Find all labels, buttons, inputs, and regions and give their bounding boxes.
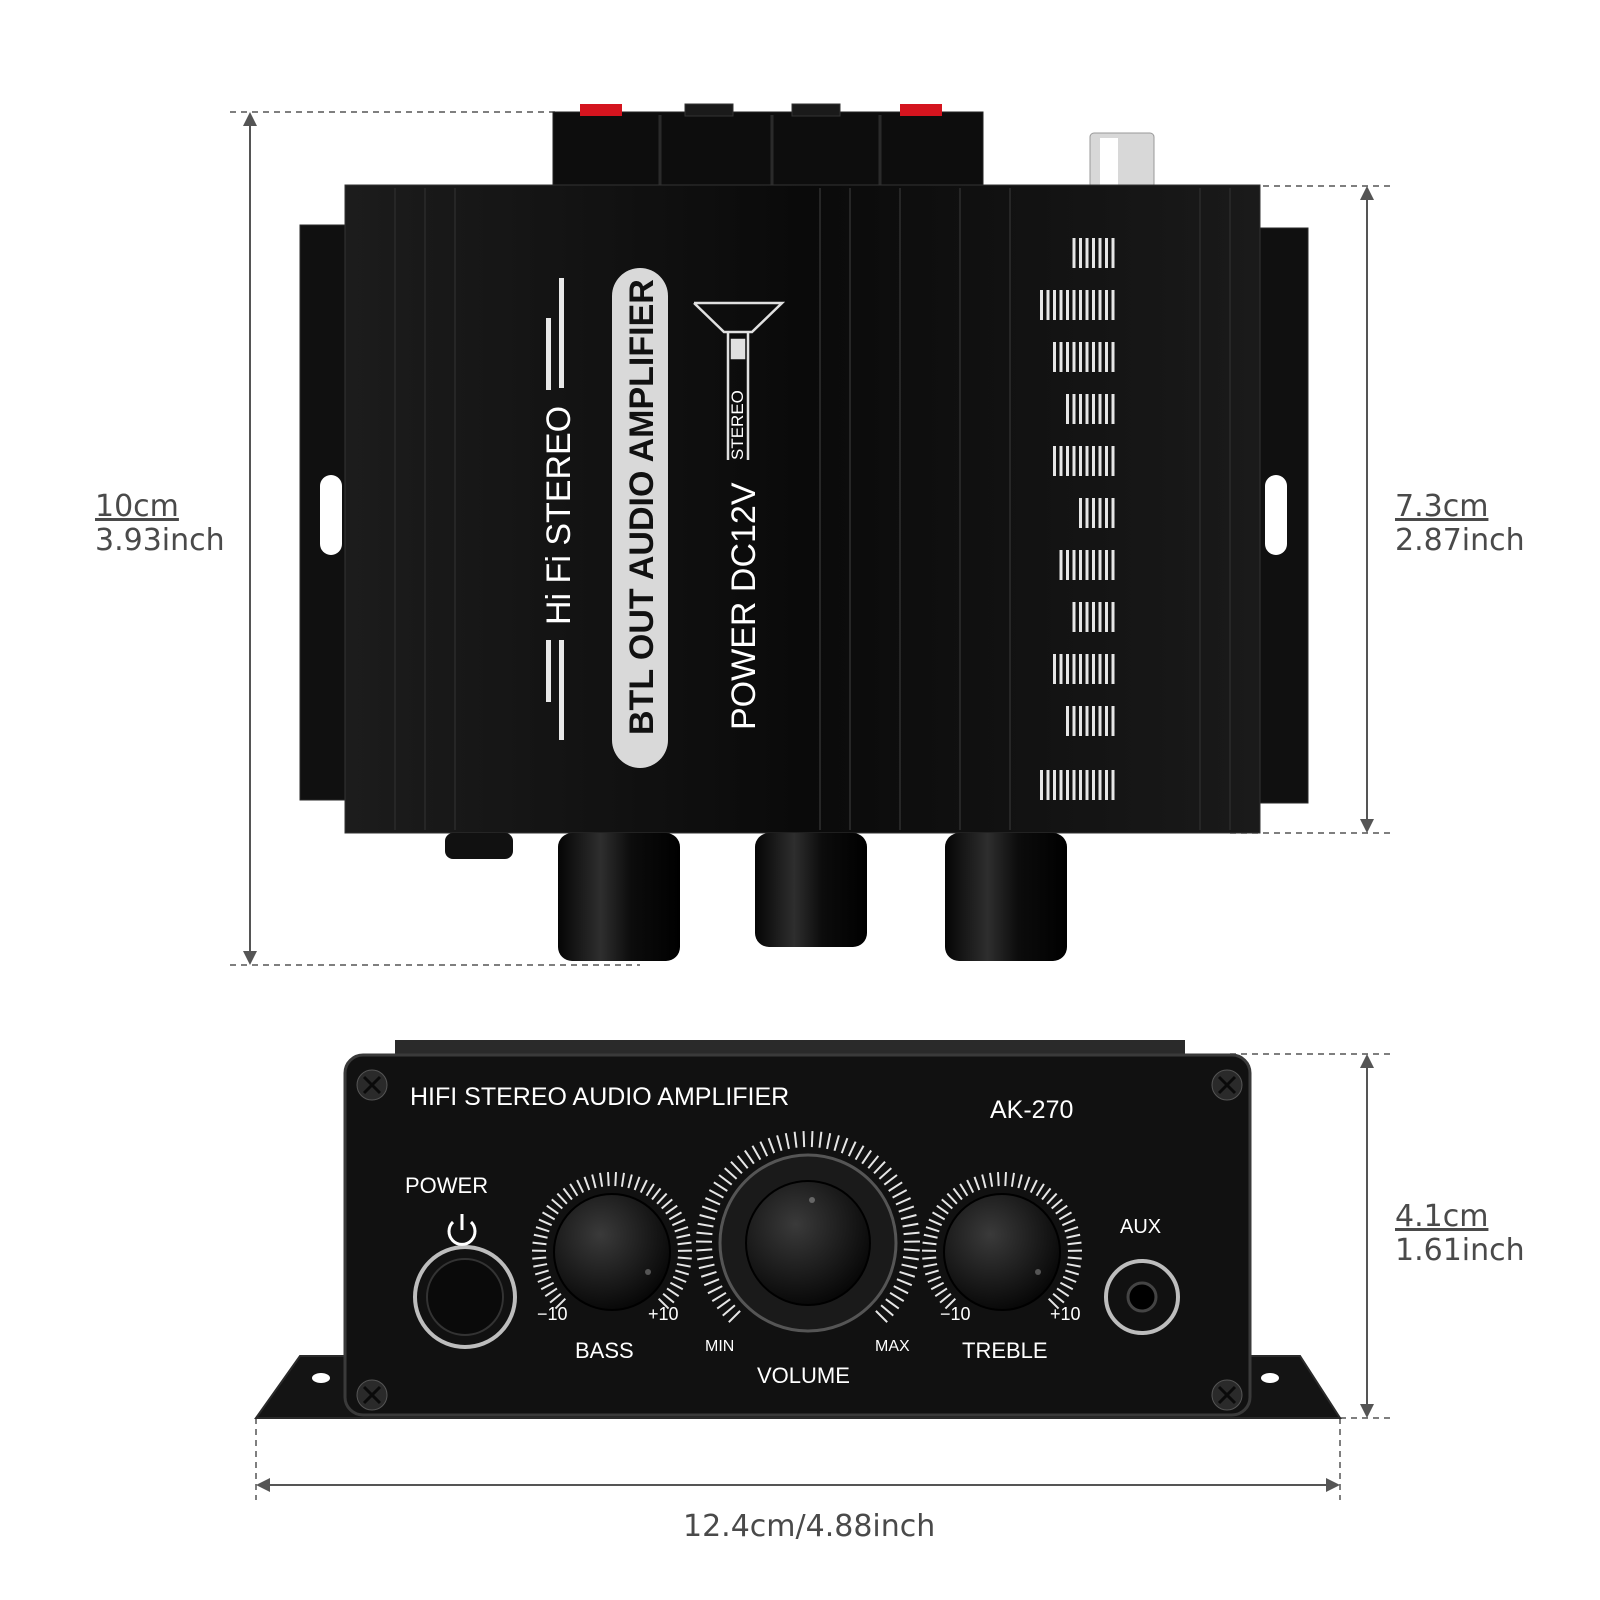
vent-pattern (1040, 238, 1115, 800)
power-label: POWER (405, 1173, 488, 1198)
speaker-icon (693, 301, 786, 460)
model-number: AK-270 (990, 1096, 1073, 1124)
treble-label: TREBLE (962, 1338, 1048, 1363)
speaker-terminals (552, 103, 984, 191)
bass-label: BASS (575, 1338, 634, 1363)
amplifier-top-view (299, 103, 1309, 961)
volume-min-label: MIN (705, 1338, 734, 1355)
power-symbol-icon (447, 1214, 477, 1246)
front-height-inch: 1.61inch (1395, 1233, 1525, 1268)
treble-knob[interactable] (943, 1193, 1061, 1311)
decorative-stripes (546, 278, 564, 740)
front-height-dimension: 4.1cm 1.61inch (1395, 1200, 1525, 1268)
height-dimension: 10cm 3.93inch (95, 490, 225, 558)
height-inch: 3.93inch (95, 523, 225, 558)
knob-shafts (445, 833, 1067, 961)
width-dimension: 12.4cm/4.88inch (683, 1509, 936, 1544)
depth-dimension: 7.3cm 2.87inch (1395, 490, 1525, 558)
bass-max-label: +10 (648, 1304, 679, 1324)
dimension-lines-top (230, 111, 1390, 966)
height-cm: 10cm (95, 489, 179, 524)
power-button[interactable] (413, 1245, 517, 1349)
aux-jack-top (1089, 132, 1155, 189)
brand-line: Hi Fi STEREO (540, 406, 578, 625)
badge-pill (612, 268, 668, 768)
amplifier-body (344, 184, 1261, 834)
knob-tick-rings (531, 1131, 1083, 1323)
front-title: HIFI STEREO AUDIO AMPLIFIER (410, 1083, 789, 1111)
volume-max-label: MAX (875, 1338, 910, 1355)
treble-min-label: −10 (940, 1304, 971, 1324)
bass-knob[interactable] (553, 1193, 671, 1311)
depth-cm: 7.3cm (1395, 489, 1489, 524)
volume-label: VOLUME (757, 1363, 850, 1388)
treble-max-label: +10 (1050, 1304, 1081, 1324)
power-rating: POWER DC12V (725, 482, 763, 730)
depth-inch: 2.87inch (1395, 523, 1525, 558)
front-height-cm: 4.1cm (1395, 1199, 1489, 1234)
volume-knob[interactable] (718, 1153, 898, 1333)
bass-min-label: −10 (537, 1304, 568, 1324)
amplifier-front-view: HIFI STEREO AUDIO AMPLIFIER AK-270 POWER… (254, 1040, 1342, 1419)
top-view-labels: Hi Fi STEREO BTL OUT AUDIO AMPLIFIER POW… (540, 279, 763, 735)
aux-label: AUX (1120, 1216, 1161, 1238)
badge-text: BTL OUT AUDIO AMPLIFIER (623, 279, 661, 735)
aux-jack[interactable] (1104, 1259, 1180, 1335)
heatsink-grooves (394, 188, 1231, 830)
stereo-tag: STEREO (728, 390, 747, 460)
